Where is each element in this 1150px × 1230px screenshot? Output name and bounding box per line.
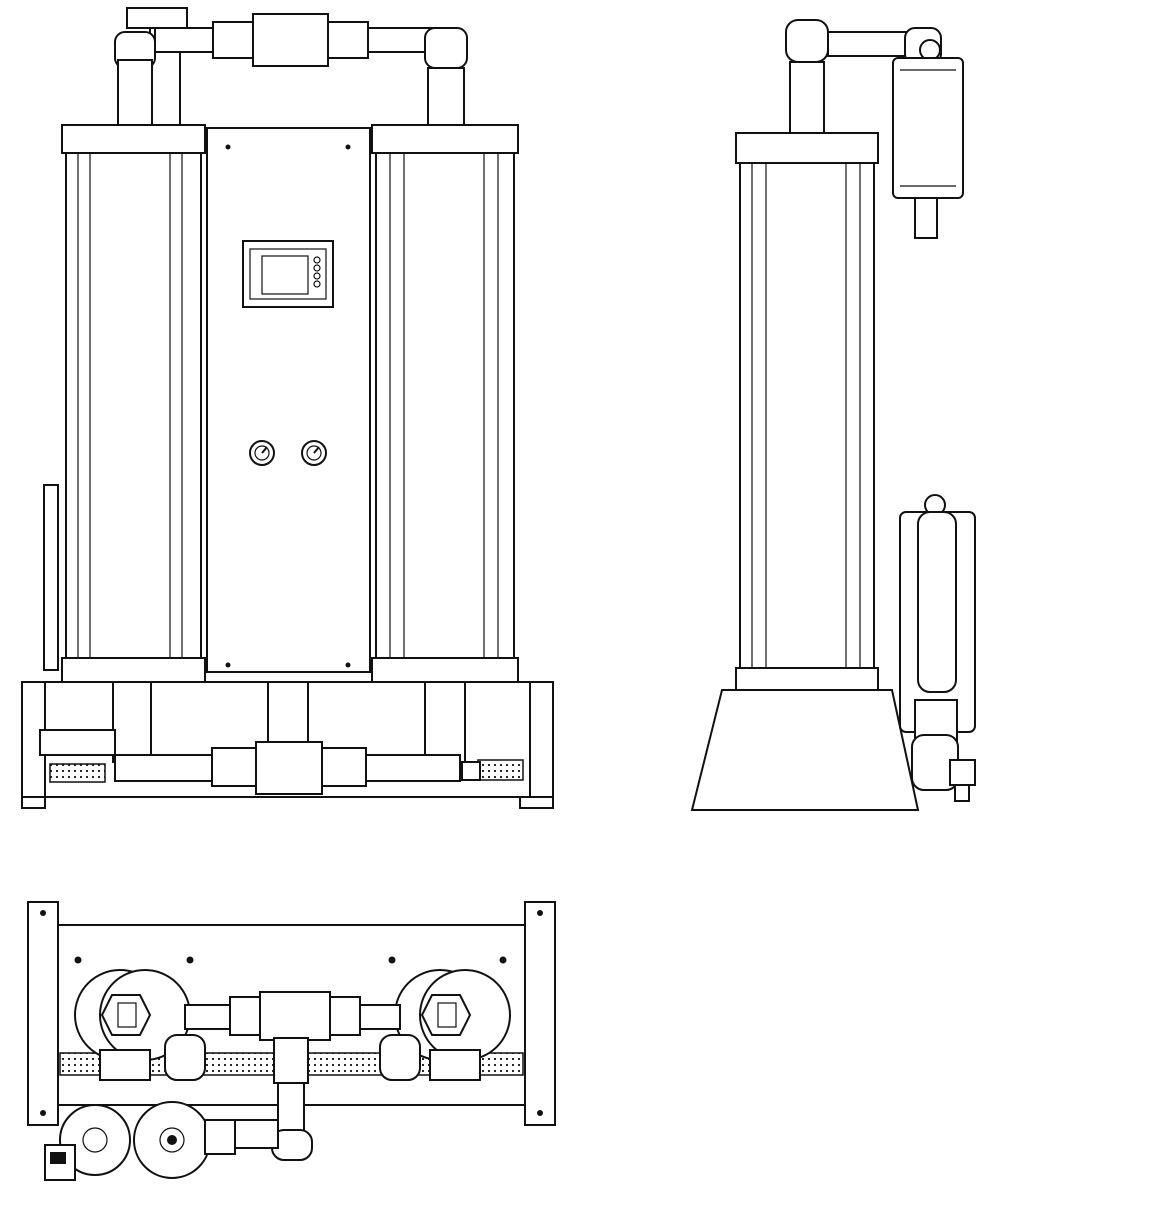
front-view bbox=[21, 7, 554, 809]
side-view bbox=[690, 19, 976, 811]
side-base bbox=[690, 689, 920, 811]
side-column bbox=[690, 132, 920, 811]
touch-screen-controller[interactable] bbox=[242, 240, 334, 308]
pressure-gauge-left bbox=[249, 440, 275, 466]
drain-valves bbox=[44, 1101, 236, 1181]
bottom-piping bbox=[39, 681, 524, 795]
pressure-gauge-right bbox=[301, 440, 327, 466]
bottom-filter-assembly bbox=[899, 494, 976, 802]
left-rail bbox=[27, 901, 59, 1126]
top-piping-header bbox=[99, 991, 481, 1161]
top-piping bbox=[114, 7, 468, 126]
top-view bbox=[27, 901, 556, 1181]
top-right-vessel bbox=[394, 969, 511, 1061]
left-adsorption-column bbox=[61, 124, 206, 683]
top-left-vessel bbox=[74, 969, 191, 1061]
control-panel bbox=[206, 127, 371, 673]
top-filter-assembly bbox=[785, 19, 964, 239]
right-adsorption-column bbox=[371, 124, 519, 683]
right-rail bbox=[524, 901, 556, 1126]
